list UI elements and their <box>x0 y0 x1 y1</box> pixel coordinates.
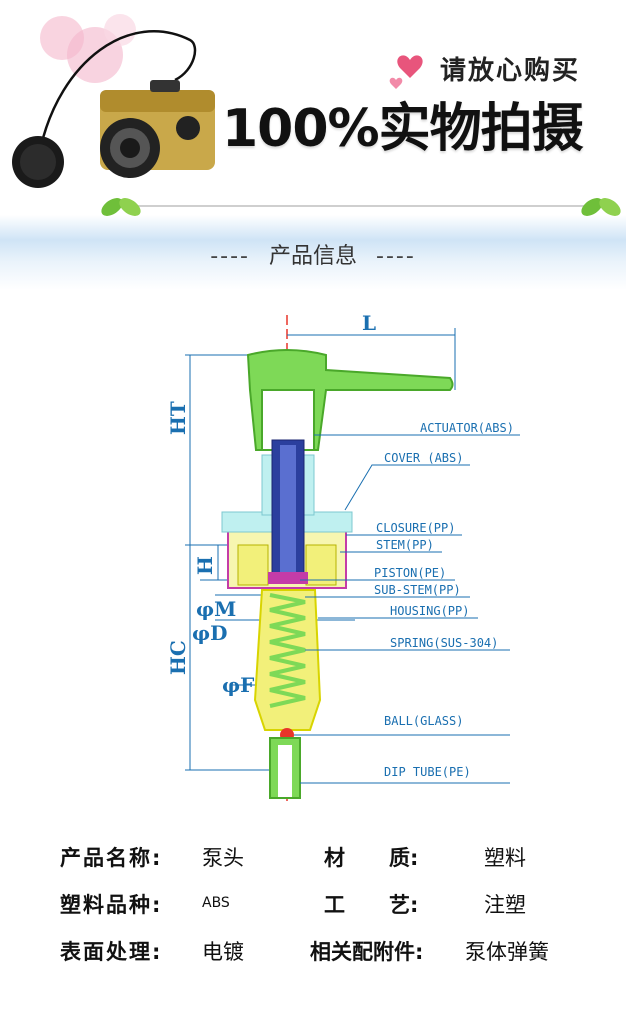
label-ball: BALL(GLASS) <box>384 714 463 728</box>
banner-art <box>12 14 621 216</box>
dash-left: ---- <box>210 244 250 269</box>
section-title: ---- 产品信息 ---- <box>0 238 626 270</box>
leaf-icon <box>581 198 621 216</box>
spec-value: ABS <box>202 895 230 911</box>
label-piston: PISTON(PE) <box>374 566 446 580</box>
dim-hc: HC <box>166 640 190 675</box>
piston <box>268 572 308 584</box>
heart-icon <box>389 77 403 89</box>
camera-strap <box>38 30 197 151</box>
spec-key: 材 质: <box>324 842 418 872</box>
dim-ht: HT <box>166 401 190 435</box>
slogan: 请放心购买 <box>440 56 581 86</box>
spec-key-part: 工 <box>324 893 345 917</box>
dash-right: ---- <box>376 244 416 269</box>
spec-key: 产品名称: <box>60 846 163 870</box>
dim-d: φD <box>192 621 227 645</box>
pump-diagram: ACTUATOR(ABS) COVER (ABS) CLOSURE(PP) ST… <box>166 311 520 805</box>
label-sub-stem: SUB-STEM(PP) <box>374 583 461 597</box>
divider <box>115 205 615 207</box>
label-housing: HOUSING(PP) <box>390 604 469 618</box>
spec-value: 注塑 <box>484 893 526 917</box>
spec-value: 塑料 <box>484 846 526 870</box>
spec-key-part: 材 <box>324 846 345 870</box>
section-title-text: 产品信息 <box>268 244 357 269</box>
spec-key: 相关配附件: <box>310 940 424 964</box>
label-dip-tube: DIP TUBE(PE) <box>384 765 471 779</box>
spec-row: 产品名称: 泵头 材 质: 塑料 <box>60 842 600 889</box>
spec-key: 表面处理: <box>60 940 163 964</box>
dim-m: φM <box>196 597 236 621</box>
dim-l: L <box>362 311 376 335</box>
headline: 100%实物拍摄 <box>222 99 584 159</box>
spec-key: 工 艺: <box>324 889 418 919</box>
spec-key: 塑料品种: <box>60 893 163 917</box>
label-cover: COVER (ABS) <box>384 451 463 465</box>
heart-icon <box>397 55 423 78</box>
spec-table: 产品名称: 泵头 材 质: 塑料 塑料品种: ABS 工 艺: 注塑 表面处理: 电… <box>60 842 600 983</box>
spec-row: 表面处理: 电镀 相关配附件: 泵体弹簧 <box>60 936 600 983</box>
spec-key-part: 艺: <box>389 893 419 917</box>
leaf-icon <box>101 198 141 216</box>
leader-lines <box>294 434 520 784</box>
spec-key-part: 质: <box>389 846 419 870</box>
spec-value: 电镀 <box>202 940 244 964</box>
label-stem: STEM(PP) <box>376 538 434 552</box>
label-actuator: ACTUATOR(ABS) <box>420 421 514 435</box>
banner: 请放心购买 100%实物拍摄 ---- 产品信息 ---- <box>0 0 626 290</box>
label-closure: CLOSURE(PP) <box>376 521 455 535</box>
label-spring: SPRING(SUS-304) <box>390 636 498 650</box>
dim-f: φF <box>222 673 254 697</box>
spec-value: 泵体弹簧 <box>465 940 549 964</box>
spec-row: 塑料品种: ABS 工 艺: 注塑 <box>60 889 600 936</box>
dim-h: H <box>193 556 217 575</box>
camera-icon <box>100 80 215 178</box>
spec-value: 泵头 <box>202 846 244 870</box>
pink-bubble <box>104 14 136 46</box>
